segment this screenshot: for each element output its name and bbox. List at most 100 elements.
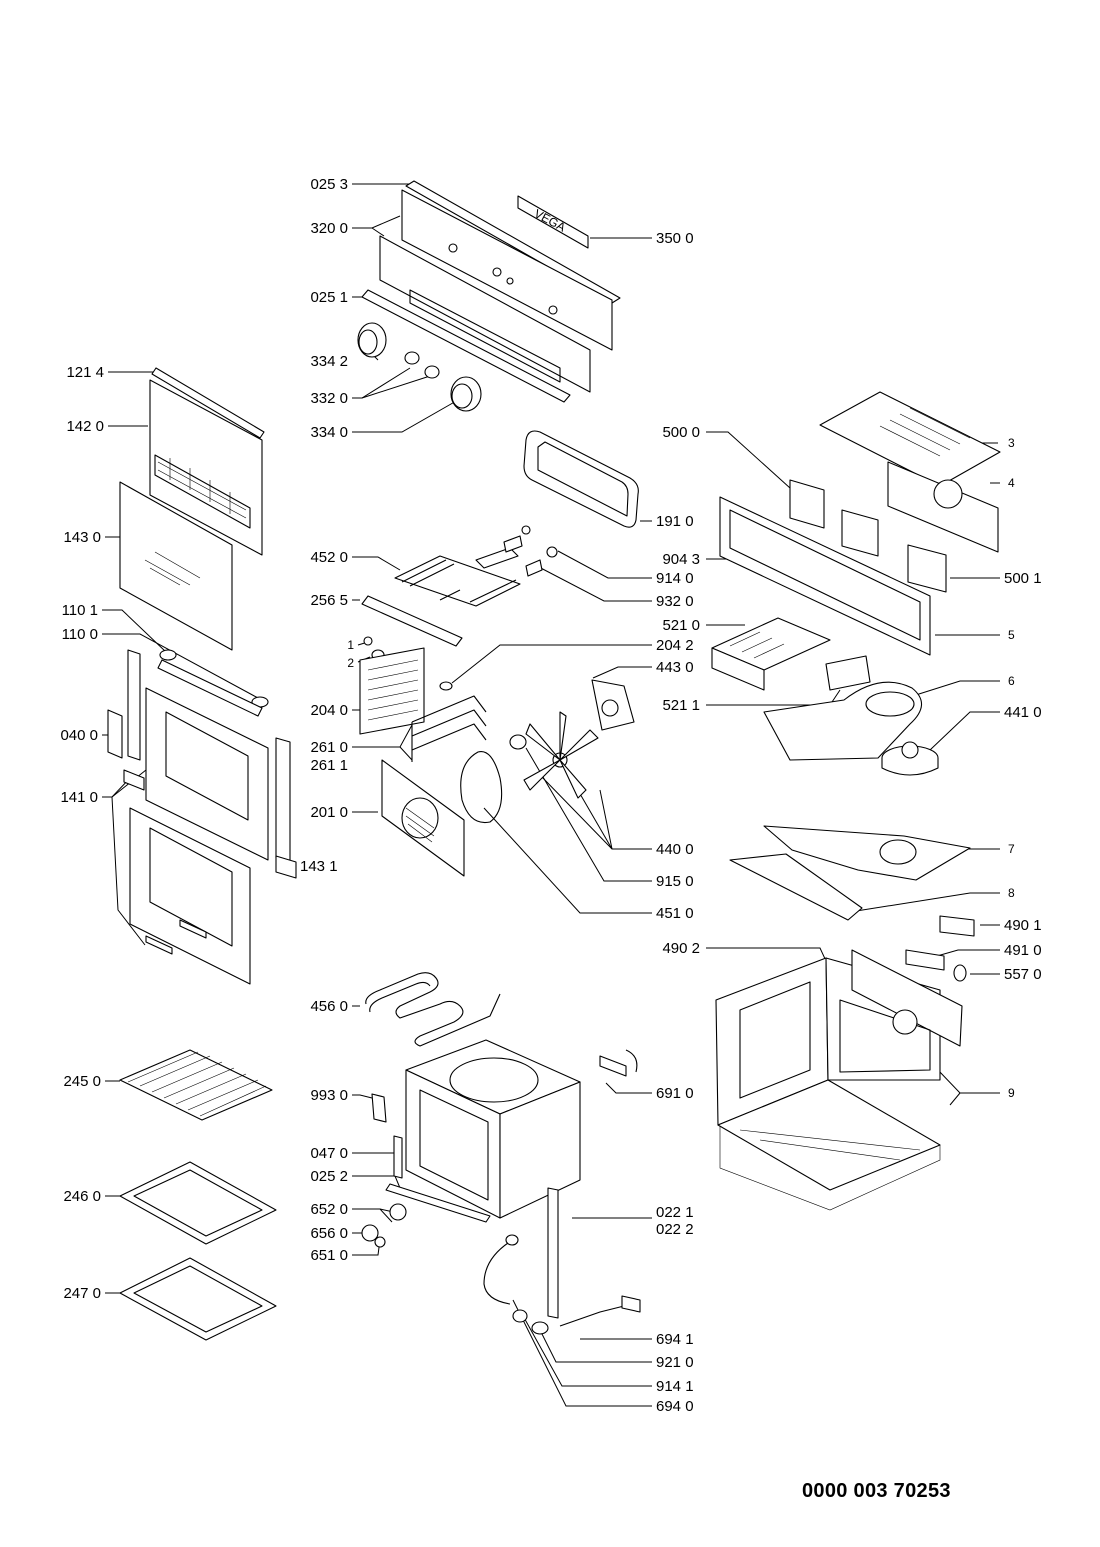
door-top-trim [151, 367, 265, 439]
label-022-2: 022 2 [656, 1221, 694, 1238]
label-022-1: 022 1 [656, 1204, 694, 1221]
large-knob-334-2 [357, 322, 387, 358]
label-201-0: 201 0 [310, 804, 348, 821]
screw-651 [374, 1236, 386, 1248]
label-320-0: 320 0 [310, 220, 348, 237]
fascia-panel-rear [379, 235, 591, 393]
label-204-2: 204 2 [656, 637, 694, 654]
label-521-1: 521 1 [662, 697, 700, 714]
oven-cavity-box [405, 1039, 581, 1219]
label-1: 1 [347, 638, 354, 652]
label-245-0: 245 0 [63, 1073, 101, 1090]
label-5: 5 [1008, 628, 1015, 642]
label-143-0: 143 0 [63, 529, 101, 546]
insulation-plate-7 [763, 825, 971, 881]
label-904-3: 904 3 [662, 551, 700, 568]
label-256-5: 256 5 [310, 592, 348, 609]
label-047-0: 047 0 [310, 1145, 348, 1162]
label-500-0: 500 0 [662, 424, 700, 441]
label-040-0: 040 0 [60, 727, 98, 744]
electronics-group [711, 391, 1001, 691]
label-557-0: 557 0 [1004, 966, 1042, 983]
control-frame-5 [719, 496, 931, 656]
label-121-4: 121 4 [66, 364, 104, 381]
label-500-1: 500 1 [1004, 570, 1042, 587]
label-261-0: 261 0 [310, 739, 348, 756]
label-2: 2 [347, 656, 354, 670]
label-491-0: 491 0 [1004, 942, 1042, 959]
label-142-0: 142 0 [66, 418, 104, 435]
label-247-0: 247 0 [63, 1285, 101, 1302]
trim-025-2 [385, 1183, 491, 1223]
label-9: 9 [1008, 1086, 1015, 1100]
label-652-0: 652 0 [310, 1201, 348, 1218]
label-456-0: 456 0 [310, 998, 348, 1015]
door-middle-glass [145, 687, 269, 861]
label-110-1: 110 1 [62, 602, 98, 619]
shelves-trays [119, 1049, 277, 1341]
clip-047 [393, 1135, 403, 1179]
small-parts-lower [361, 1187, 641, 1335]
label-932-0: 932 0 [656, 593, 694, 610]
tray-246 [119, 1161, 277, 1245]
badge-plate [517, 195, 589, 249]
terminal-521-1 [825, 655, 871, 691]
door-side-profile [275, 737, 291, 863]
fan-441 [881, 741, 939, 776]
label-334-0: 334 0 [310, 424, 348, 441]
base-plate-8 [729, 853, 863, 921]
label-915-0: 915 0 [656, 873, 694, 890]
probe-cable-694 [483, 1237, 517, 1305]
fan-blade-440 [523, 711, 599, 799]
rear-panel-204 [359, 647, 425, 735]
label-025-1: 025 1 [310, 289, 348, 306]
grill-element-452 [394, 547, 521, 607]
screw-993 [371, 1093, 387, 1123]
bottom-element-456 [365, 972, 501, 1047]
lamp-557 [953, 964, 967, 982]
rail-022 [547, 1187, 559, 1319]
label-921-0: 921 0 [656, 1354, 694, 1371]
label-141-0: 141 0 [60, 789, 98, 806]
label-993-0: 993 0 [310, 1087, 348, 1104]
top-panel-6 [763, 681, 923, 761]
label-8: 8 [1008, 886, 1015, 900]
tray-247 [119, 1257, 277, 1341]
hinge-bracket-left [159, 649, 177, 661]
fascia-panel-front [401, 189, 613, 351]
door-handle-bar [157, 659, 263, 717]
label-490-2: 490 2 [662, 940, 700, 957]
label-452-0: 452 0 [310, 549, 348, 566]
label-451-0: 451 0 [656, 905, 694, 922]
brand-plate-text: VEGA [532, 206, 568, 234]
fan-motor-443 [591, 679, 635, 731]
label-443-0: 443 0 [656, 659, 694, 676]
label-691-0: 691 0 [656, 1085, 694, 1102]
label-261-1: 261 1 [310, 757, 348, 774]
label-350-0: 350 0 [656, 230, 694, 247]
door-hinge-rail [127, 649, 141, 761]
knob-656 [361, 1224, 379, 1242]
cable-694-1 [559, 1305, 625, 1327]
label-521-0: 521 0 [662, 617, 700, 634]
document-number: 0000 003 70253 [802, 1480, 951, 1502]
small-knobs-332-0 [404, 351, 440, 379]
cavity-internals [359, 430, 639, 877]
label-4: 4 [1008, 476, 1015, 490]
thermostat-490-1 [939, 915, 975, 937]
nut-915 [509, 734, 527, 750]
label-914-1: 914 1 [656, 1378, 694, 1395]
shelf-guides-261 [411, 695, 487, 762]
circular-element-451 [460, 750, 503, 824]
label-440-0: 440 0 [656, 841, 694, 858]
pcb-521 [711, 617, 831, 691]
outer-casing-9 [715, 949, 963, 1211]
label-914-0: 914 0 [656, 570, 694, 587]
leader-lines [102, 183, 1000, 1407]
panel-support-rail [361, 289, 571, 403]
programmer-500 [789, 479, 879, 557]
knob-652 [389, 1203, 407, 1221]
label-490-1: 490 1 [1004, 917, 1042, 934]
